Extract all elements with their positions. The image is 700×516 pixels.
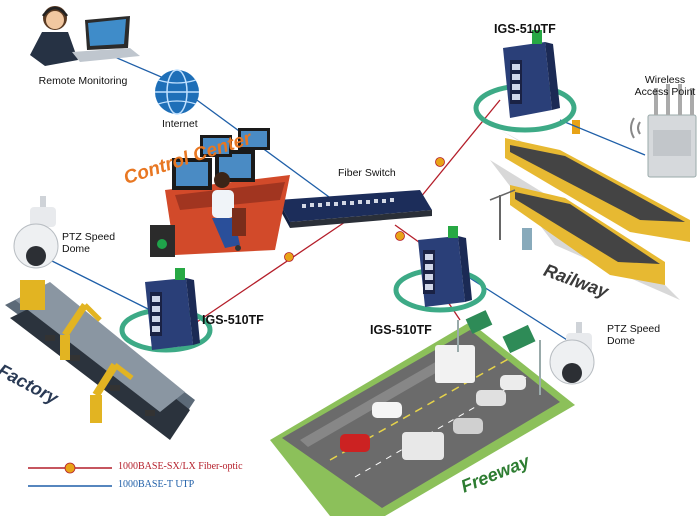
industrial-switch-top <box>503 30 560 118</box>
remote-operator <box>30 6 140 66</box>
industrial-switch-mid <box>418 226 472 307</box>
fiber-switch-device <box>278 190 432 228</box>
robot-arm-icon <box>60 303 102 360</box>
switch-left-label: IGS-510TF <box>202 313 264 327</box>
headset-icon <box>42 6 68 17</box>
ptz-left-label-line2: Dome <box>62 243 91 255</box>
car-icon <box>453 418 483 434</box>
wireless-ap-label-line2: Access Point <box>634 86 696 98</box>
legend <box>28 462 112 487</box>
internet-label: Internet <box>162 118 198 130</box>
utp-link <box>559 119 646 156</box>
machine-icon <box>20 280 45 310</box>
wireless-ap-label-line1: Wireless <box>644 74 686 86</box>
ptz-right-label-line1: PTZ Speed <box>607 323 661 335</box>
car-icon <box>372 402 402 418</box>
switch-mid-label: IGS-510TF <box>370 323 432 337</box>
car-icon <box>476 390 506 406</box>
ptz-camera-right <box>549 322 595 385</box>
robot-arm-icon <box>90 362 134 423</box>
industrial-switch-left <box>145 268 200 350</box>
factory-scene <box>5 280 195 440</box>
legend-utp-label: 1000BASE-T UTP <box>118 479 195 490</box>
truck-icon <box>402 432 444 460</box>
remote-monitoring-label: Remote Monitoring <box>38 75 128 87</box>
transceiver-icon <box>435 157 445 167</box>
road-sign-icon <box>502 324 536 354</box>
legend-fiber-label: 1000BASE-SX/LX Fiber-optic <box>118 461 243 472</box>
fiber-switch-label: Fiber Switch <box>338 167 396 179</box>
switch-top-label: IGS-510TF <box>494 22 556 36</box>
wifi-icon <box>630 117 635 139</box>
wireless-ap-device <box>630 84 697 178</box>
transceiver-icon <box>395 231 405 241</box>
freeway-scene <box>270 310 575 516</box>
fiber-link <box>419 99 501 199</box>
operator-icon <box>212 172 246 251</box>
car-icon <box>500 375 526 390</box>
fiber-link <box>184 221 346 331</box>
truck-icon <box>435 345 475 383</box>
legend-transceiver-icon <box>64 462 76 474</box>
utp-link <box>49 259 151 311</box>
control-center-desk <box>150 128 290 257</box>
ptz-left-label-line1: PTZ Speed <box>62 231 116 243</box>
internet-globe-icon <box>155 69 199 115</box>
ptz-camera-left <box>13 196 59 269</box>
car-icon <box>340 434 370 452</box>
ptz-right-label-line2: Dome <box>607 335 636 347</box>
transceiver-icon <box>284 252 294 262</box>
railway-scene <box>489 120 690 300</box>
road-sign-icon <box>465 310 493 334</box>
